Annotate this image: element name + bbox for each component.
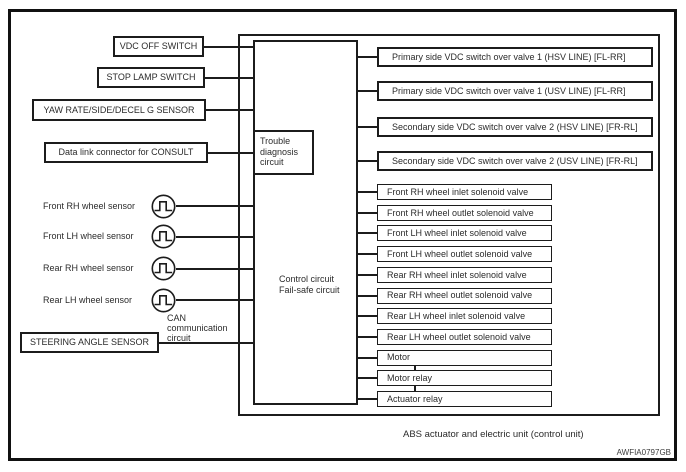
connector-line bbox=[204, 45, 254, 48]
trouble-diagnosis-label: Trouble bbox=[260, 136, 291, 146]
connector-line bbox=[358, 125, 377, 128]
wheel-sensor-label: Rear RH wheel sensor bbox=[43, 263, 134, 273]
connector-line bbox=[159, 341, 254, 344]
output-box-front-lh-inlet: Front LH wheel inlet solenoid valve bbox=[377, 225, 552, 242]
wheel-sensor-label: Rear LH wheel sensor bbox=[43, 294, 133, 305]
connector-line bbox=[358, 398, 377, 400]
figure-caption: ABS actuator and electric unit (control … bbox=[403, 428, 584, 440]
connector-line bbox=[358, 89, 377, 92]
connector-line bbox=[358, 273, 377, 276]
connector-line bbox=[358, 232, 377, 235]
output-box-front-rh-outlet: Front RH wheel outlet solenoid valve bbox=[377, 204, 552, 221]
connector-line bbox=[358, 211, 377, 214]
wheel-speed-pulse-icon bbox=[151, 288, 176, 312]
trouble-diagnosis-label: circuit bbox=[260, 157, 284, 167]
output-box-rear-lh-inlet: Rear LH wheel inlet solenoid valve bbox=[377, 308, 552, 325]
connector-line bbox=[176, 205, 254, 207]
connector-line bbox=[358, 356, 377, 359]
connector-line bbox=[176, 235, 254, 238]
connector-line bbox=[358, 253, 377, 256]
wheel-speed-pulse-icon bbox=[151, 224, 176, 249]
connector-line bbox=[176, 299, 254, 301]
input-box-stop-lamp-switch: STOP LAMP SWITCH bbox=[97, 67, 205, 88]
connector-line bbox=[208, 151, 254, 154]
wheel-speed-pulse-icon bbox=[151, 256, 176, 281]
connector-line bbox=[358, 55, 377, 58]
output-box-front-lh-outlet: Front LH wheel outlet solenoid valve bbox=[377, 246, 552, 263]
connector-line bbox=[358, 191, 377, 193]
output-box-vdc-valve-2-hsv: Secondary side VDC switch over valve 2 (… bbox=[377, 117, 653, 137]
connector-line bbox=[358, 294, 377, 297]
figure-frame bbox=[8, 9, 677, 461]
output-box-vdc-valve-1-hsv: Primary side VDC switch over valve 1 (HS… bbox=[377, 47, 653, 67]
connector-line bbox=[358, 335, 377, 338]
output-box-front-rh-inlet: Front RH wheel inlet solenoid valve bbox=[377, 184, 552, 200]
output-box-actuator-relay: Actuator relay bbox=[377, 391, 552, 407]
trouble-diagnosis-label: diagnosis bbox=[260, 146, 299, 157]
input-box-steering-angle-sensor: STEERING ANGLE SENSOR bbox=[20, 332, 159, 353]
figure-id-watermark: AWFIA0797GB bbox=[616, 447, 671, 457]
input-box-yaw-rate-sensor: YAW RATE/SIDE/DECEL G SENSOR bbox=[32, 99, 206, 121]
connector-line bbox=[358, 159, 377, 162]
control-unit-container-box bbox=[238, 34, 660, 416]
connector-line bbox=[414, 386, 416, 392]
wheel-speed-pulse-icon bbox=[151, 194, 176, 218]
connector-line bbox=[206, 109, 254, 111]
connector-line bbox=[176, 267, 254, 270]
output-box-motor: Motor bbox=[377, 349, 552, 366]
can-circuit-label: circuit bbox=[167, 333, 191, 343]
can-circuit-label: CAN bbox=[167, 313, 187, 323]
output-box-rear-rh-inlet: Rear RH wheel inlet solenoid valve bbox=[377, 266, 552, 283]
control-circuit-box bbox=[253, 40, 358, 405]
trouble-diagnosis-box bbox=[253, 130, 314, 175]
connector-line bbox=[358, 315, 377, 318]
output-box-rear-lh-outlet: Rear LH wheel outlet solenoid valve bbox=[377, 328, 552, 345]
output-box-vdc-valve-1-usv: Primary side VDC switch over valve 1 (US… bbox=[377, 81, 653, 101]
control-circuit-label: Control circuit bbox=[279, 274, 335, 284]
can-circuit-label: communication bbox=[167, 323, 228, 333]
output-box-vdc-valve-2-usv: Secondary side VDC switch over valve 2 (… bbox=[377, 151, 653, 171]
connector-line bbox=[205, 76, 254, 79]
control-circuit-label: Fail-safe circuit bbox=[279, 284, 340, 295]
connector-line bbox=[358, 377, 377, 380]
wheel-sensor-label: Front RH wheel sensor bbox=[43, 200, 136, 211]
output-box-motor-relay: Motor relay bbox=[377, 370, 552, 387]
wheel-sensor-label: Front LH wheel sensor bbox=[43, 231, 134, 241]
input-box-vdc-off-switch: VDC OFF SWITCH bbox=[113, 36, 204, 57]
input-box-data-link-connector: Data link connector for CONSULT bbox=[44, 142, 208, 163]
connector-line bbox=[414, 365, 416, 371]
output-box-rear-rh-outlet: Rear RH wheel outlet solenoid valve bbox=[377, 287, 552, 304]
